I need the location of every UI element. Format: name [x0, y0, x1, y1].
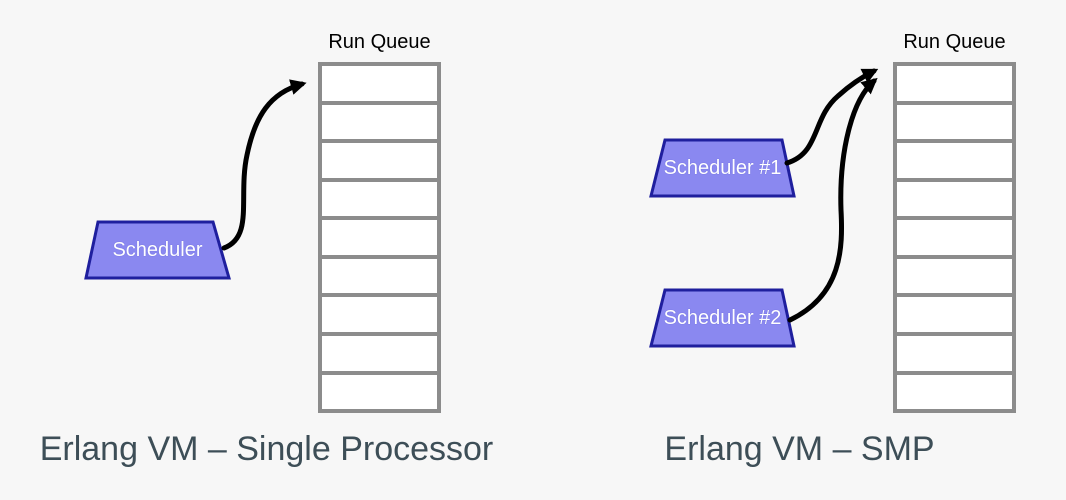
scheduler-arrow-smp-2: [787, 77, 878, 323]
scheduler-label-smp-2: Scheduler #2: [663, 306, 782, 329]
run-queue-cell: [322, 66, 437, 101]
run-queue-cell: [897, 258, 1012, 294]
run-queue-cell: [897, 374, 1012, 410]
run-queue-cell: [322, 104, 437, 140]
scheduler-label-smp-1: Scheduler #1: [663, 156, 782, 179]
run-queue-cell: [897, 220, 1012, 255]
run-queue-cell: [322, 297, 437, 332]
scheduler-label-single: Scheduler: [112, 238, 203, 261]
run-queue-cell: [322, 181, 437, 217]
run-queue-cell: [897, 297, 1012, 332]
run-queue-label: Run Queue: [903, 31, 1006, 53]
run-queue-cell: [897, 181, 1012, 217]
run-queue-smp: [893, 62, 1016, 413]
scheduler-arrow-single: [221, 79, 307, 251]
run-queue-cell: [322, 143, 437, 178]
run-queue-cell: [897, 335, 1012, 371]
run-queue-cell: [897, 104, 1012, 140]
diagram-caption-single: Erlang VM – Single Processor: [39, 430, 494, 468]
run-queue-cell: [897, 66, 1012, 101]
run-queue-single: [318, 62, 441, 413]
run-queue-cell: [322, 374, 437, 410]
run-queue-cell: [322, 335, 437, 371]
scheduler-arrow-smp-1: [784, 68, 879, 166]
run-queue-label: Run Queue: [328, 31, 431, 53]
run-queue-cell: [322, 220, 437, 255]
run-queue-cell: [897, 143, 1012, 178]
diagram-caption-smp: Erlang VM – SMP: [664, 430, 935, 468]
run-queue-cell: [322, 258, 437, 294]
